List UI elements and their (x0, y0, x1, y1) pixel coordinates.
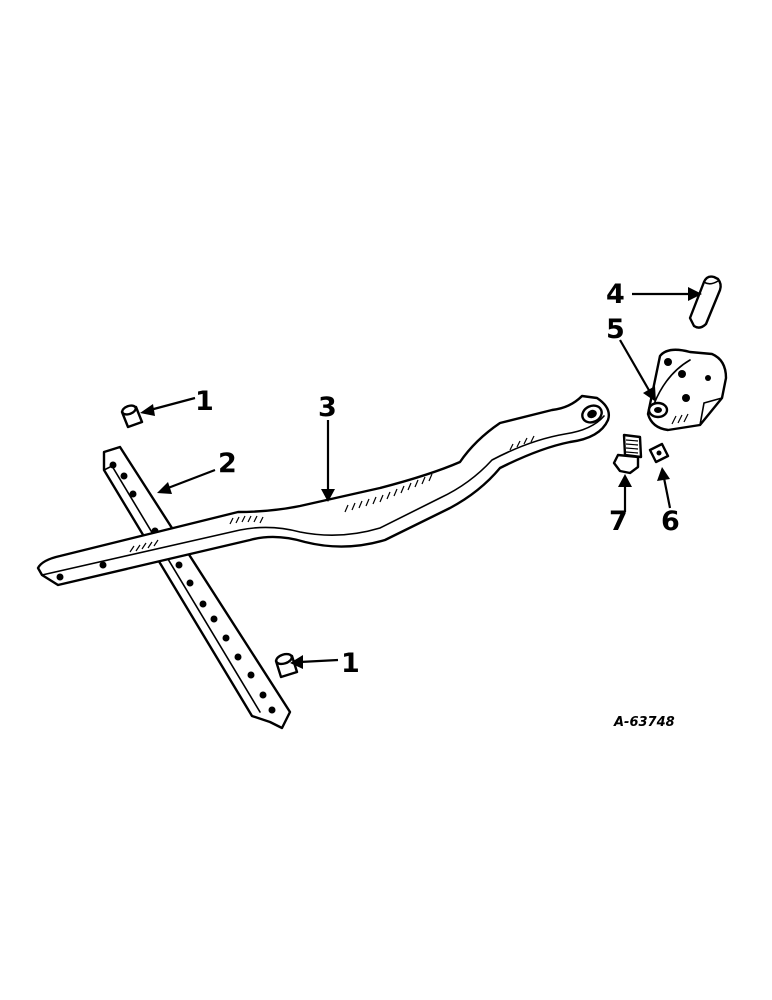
drawbar-shading (129, 435, 535, 553)
cross-bar-part (102, 445, 292, 730)
callout-1-upper: 1 (195, 386, 214, 417)
callout-3: 3 (318, 392, 337, 423)
callout-1-lower: 1 (341, 648, 360, 679)
callout-4: 4 (606, 279, 625, 310)
clevis-pin-part (688, 275, 722, 329)
leader-lines (140, 287, 702, 669)
clevis-part (646, 348, 728, 432)
nut-part (648, 442, 670, 464)
callout-7: 7 (609, 506, 628, 537)
callout-2: 2 (218, 448, 237, 479)
callout-5: 5 (606, 314, 625, 345)
callout-6: 6 (661, 506, 680, 537)
figure-reference-number: A-63748 (613, 715, 675, 730)
pin-part-upper (120, 404, 144, 429)
bolt-part (612, 433, 643, 475)
drawbar-part (36, 394, 611, 587)
pin-part-lower (274, 652, 299, 679)
